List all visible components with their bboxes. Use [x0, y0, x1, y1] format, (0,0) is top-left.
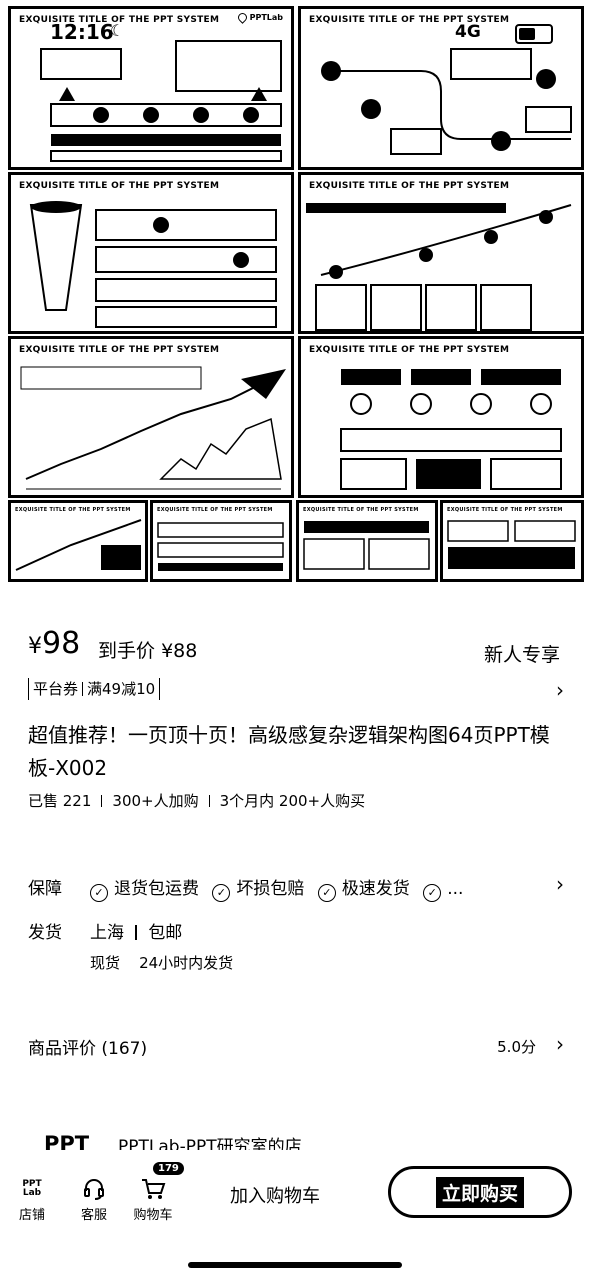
chevron-right-icon[interactable]: › [556, 872, 564, 896]
slide-title: EXQUISITE TITLE OF THE PPT SYSTEM [15, 507, 131, 513]
status-bar: 12:16 ☾ 4G [0, 18, 591, 48]
coupon-type: 平台券 [33, 680, 79, 698]
moon-icon: ☾ [110, 21, 125, 40]
check-circle-icon: ✓ [423, 884, 442, 902]
slide-title: EXQUISITE TITLE OF THE PPT SYSTEM [309, 15, 510, 25]
shipping-time: 现货 24小时内发货 [90, 954, 234, 972]
shipping-label: 发货 [28, 923, 62, 943]
sold-count: 已售 221 [28, 792, 92, 810]
diagram-graphic [20, 366, 286, 490]
slide-title: EXQUISITE TITLE OF THE PPT SYSTEM [309, 181, 510, 191]
headset-icon [76, 1174, 112, 1204]
diagram-graphic [306, 203, 572, 331]
pptlab-logo: PPTLab [235, 11, 283, 24]
home-indicator[interactable] [188, 1262, 402, 1268]
cart-added-count: 300+人加购 [112, 792, 199, 810]
slide-preview: EXQUISITE TITLE OF THE PPT SYSTEM [8, 336, 294, 498]
diagram-graphic [15, 519, 142, 571]
store-icon: PPT Lab [22, 1179, 42, 1198]
diagram-graphic [40, 40, 282, 162]
final-price: 到手价 ¥88 [98, 636, 197, 663]
final-price-value: ¥88 [161, 640, 198, 662]
network-indicator: 4G [455, 22, 481, 42]
slide-title: EXQUISITE TITLE OF THE PPT SYSTEM [303, 507, 419, 513]
buy-now-button[interactable]: 立即购买 [388, 1166, 572, 1218]
diagram-graphic [340, 369, 562, 490]
coupon-row[interactable]: 平台券满49减10 › [28, 678, 568, 702]
cart-count-badge: 179 [153, 1162, 184, 1175]
slide-preview: EXQUISITE TITLE OF THE PPT SYSTEM [298, 172, 584, 334]
slide-title: EXQUISITE TITLE OF THE PPT SYSTEM [309, 345, 510, 355]
coupon-badge[interactable]: 平台券满49减10 [28, 678, 161, 700]
guarantee-item: ✓坏损包赔 [212, 879, 304, 902]
sales-stats: 已售 221 300+人加购 3个月内 200+人购买 [28, 790, 365, 811]
check-circle-icon: ✓ [90, 884, 108, 902]
cart-icon: 179 [131, 1162, 184, 1204]
buy-now-label: 立即购买 [435, 1176, 524, 1208]
product-image-banner[interactable]: 12:16 ☾ 4G EXQUISITE TITLE OF THE PPT SY… [0, 0, 591, 588]
price: ¥98 [28, 626, 80, 661]
add-to-cart-button[interactable]: 加入购物车 [230, 1186, 320, 1207]
diagram-graphic [321, 48, 572, 155]
newbie-offer[interactable]: 新人专享 [483, 644, 560, 666]
diagram-graphic [29, 201, 277, 328]
slide-title: EXQUISITE TITLE OF THE PPT SYSTEM [19, 181, 220, 191]
guarantee-item: ✓退货包运费 [90, 879, 199, 902]
store-label: 店铺 [18, 1208, 45, 1223]
check-circle-icon: ✓ [317, 884, 336, 902]
slide-thumbnail: EXQUISITE TITLE OF THE PPT SYSTEM [296, 500, 438, 582]
cart-button[interactable]: 179 购物车 [131, 1162, 184, 1223]
battery-icon [515, 24, 553, 44]
check-circle-icon: ✓ [212, 884, 231, 902]
guarantee-more: ✓... [423, 879, 463, 902]
slide-preview: EXQUISITE TITLE OF THE PPT SYSTEM PPTLab [8, 6, 294, 170]
service-label: 客服 [80, 1208, 107, 1223]
currency-symbol: ¥ [28, 634, 42, 659]
service-button[interactable]: 客服 [76, 1174, 112, 1223]
slide-preview: EXQUISITE TITLE OF THE PPT SYSTEM [298, 6, 584, 170]
diagram-graphic [447, 520, 576, 569]
price-value: 98 [42, 626, 81, 661]
chevron-right-icon[interactable]: › [556, 1032, 564, 1056]
status-time: 12:16 [50, 20, 114, 44]
bottom-action-bar: PPT Lab 店铺 客服 179 购物车 加入购物车 立即购买 [0, 1150, 591, 1280]
review-score: 5.0分 [497, 1038, 536, 1056]
store-button[interactable]: PPT Lab 店铺 [14, 1174, 50, 1224]
slide-title: EXQUISITE TITLE OF THE PPT SYSTEM [19, 15, 220, 25]
slide-title: EXQUISITE TITLE OF THE PPT SYSTEM [157, 507, 273, 513]
cart-label: 购物车 [133, 1208, 173, 1223]
diagram-graphic [157, 522, 284, 571]
recent-buyers: 3个月内 200+人购买 [219, 792, 366, 810]
reviews-label: 商品评价 (167) [28, 1039, 148, 1059]
slide-thumbnail: EXQUISITE TITLE OF THE PPT SYSTEM [440, 500, 584, 582]
slide-thumbnail: EXQUISITE TITLE OF THE PPT SYSTEM [8, 500, 148, 582]
shipping-fee: 包邮 [148, 923, 183, 943]
shipping-origin: 上海 包邮 [90, 923, 183, 943]
chevron-right-icon[interactable]: › [556, 678, 564, 702]
diagram-graphic [303, 521, 430, 570]
coupon-deal: 满49减10 [87, 680, 156, 698]
final-price-label: 到手价 [98, 640, 156, 662]
slide-thumbnail: EXQUISITE TITLE OF THE PPT SYSTEM [150, 500, 292, 582]
guarantee-label: 保障 [28, 879, 62, 899]
guarantee-item: ✓极速发货 [317, 879, 410, 902]
product-title: 超值推荐！一页顶十页！高级感复杂逻辑架构图64页PPT模板-X002 [28, 723, 550, 780]
reviews-row[interactable]: 商品评价 (167) 5.0分 › [28, 1032, 568, 1060]
slide-preview: EXQUISITE TITLE OF THE PPT SYSTEM [298, 336, 584, 498]
slide-preview: EXQUISITE TITLE OF THE PPT SYSTEM [8, 172, 294, 334]
slide-title: EXQUISITE TITLE OF THE PPT SYSTEM [19, 345, 220, 355]
price-row: ¥98 到手价 ¥88 新人专享 [28, 626, 568, 666]
slide-title: EXQUISITE TITLE OF THE PPT SYSTEM [447, 507, 563, 513]
